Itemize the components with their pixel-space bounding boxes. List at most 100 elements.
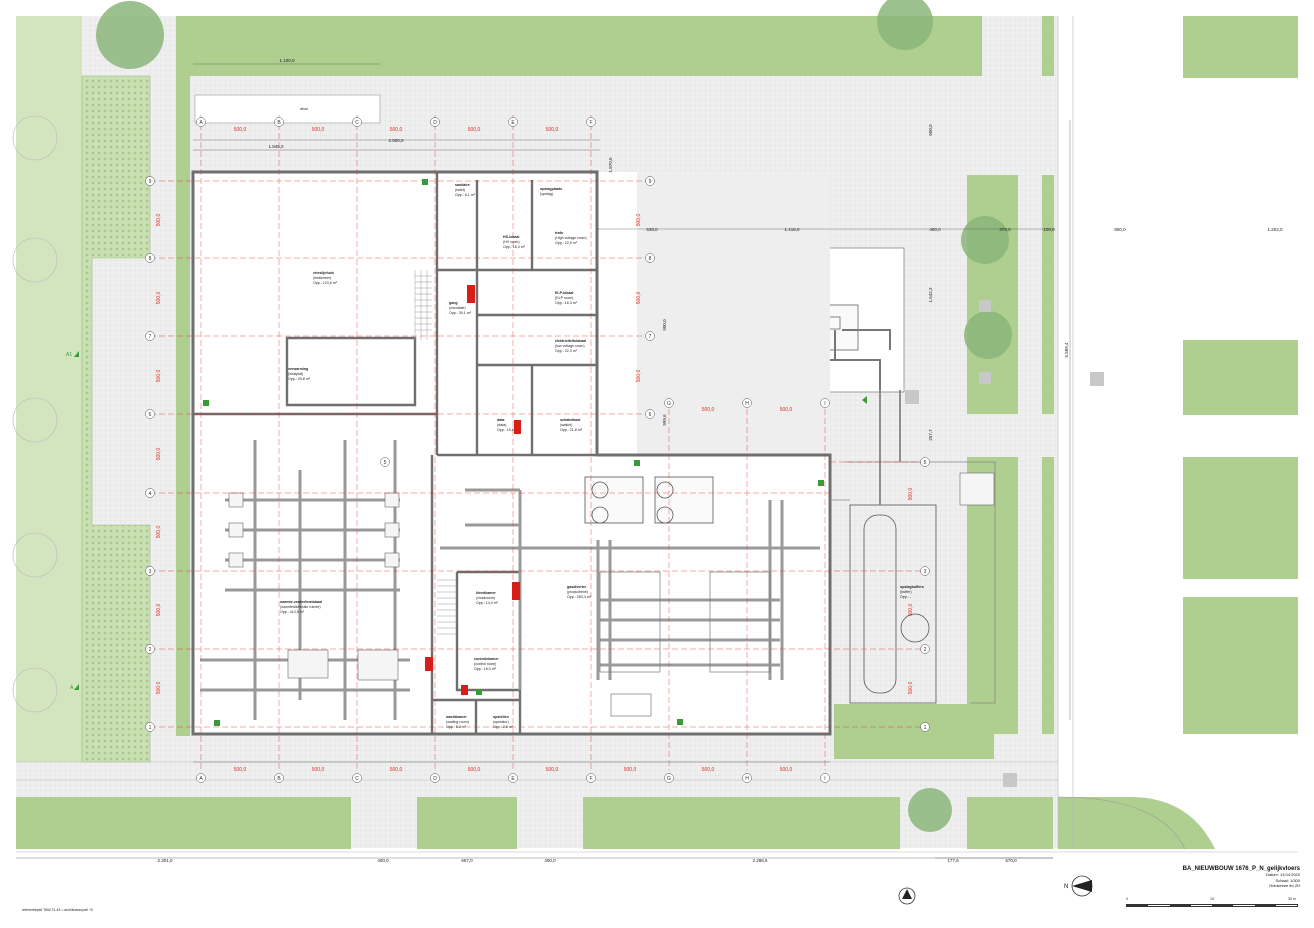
dimension-label: 900,0 [908,488,914,501]
svg-text:5: 5 [384,460,387,466]
room-label-afval: afval [300,107,308,111]
svg-text:2: 2 [149,647,152,653]
room-label-opstellen: opstellen(operator)Opp.: 2,8 m² [493,715,514,729]
dimension-label: 667,0 [461,858,473,863]
room-label-hs-lokaal: HS-lokaal(HV room)Opp.: 16,3 m² [503,235,526,249]
dimension-label: 400,0 [544,858,556,863]
svg-text:(warmtedistributie ruimte): (warmtedistributie ruimte) [280,605,321,609]
svg-text:D: D [433,120,437,126]
drawing-scale: Schaal: 1/300 [1275,877,1300,883]
axis-spacing: 500,0 [234,127,247,133]
dimension-label: 999,6 [662,414,667,426]
svg-text:6: 6 [649,412,652,418]
axis-spacing: 500,0 [908,682,914,695]
svg-text:D: D [433,776,437,782]
dimension-label: 1.870,0 [608,157,613,173]
svg-text:(productieve): (productieve) [567,590,588,594]
svg-text:7: 7 [649,334,652,340]
svg-text:(operator): (operator) [493,720,509,724]
axis-spacing: 500,0 [312,767,325,773]
svg-text:(data): (data) [497,423,506,427]
room-label-sanitaire: sanitaire(toilet)Opp.: 6,1 m² [455,183,476,197]
svg-text:(cloakroom): (cloakroom) [476,596,495,600]
building [191,94,996,736]
room-label-vrieslijnhuis: vrieslijnhuis(bedieneer)Opp.: 123,6 m² [313,271,338,285]
dimension-label: 2.500,0 [388,138,404,143]
dimension-label: 900,0 [662,319,667,331]
room-label-wachtkamer: wachtkamer(waiting room)Opp.: 5,0 m² [445,715,469,729]
room-label-trafo: trafo(High voltage room)Opp.: 22,5 m² [555,231,587,245]
room-label-schakelkast: schakelkast(switch)Opp.: 21,8 m² [560,418,583,432]
north-arrow-icon: N [1064,875,1093,897]
svg-text:7: 7 [149,334,152,340]
svg-text:N: N [1064,884,1068,890]
axis-spacing: 500,0 [234,767,247,773]
axis-spacing: 500,0 [156,370,162,383]
svg-text:(ELP room): (ELP room) [555,296,573,300]
svg-text:Opp.: 413,5 m²: Opp.: 413,5 m² [280,610,305,614]
svg-text:wachtkamer: wachtkamer [445,715,467,719]
scale-bar [1126,904,1298,907]
axis-spacing: 500,0 [156,682,162,695]
room-label-gang: gang(circulatie)Opp.: 39,1 m² [449,301,472,315]
svg-text:C: C [355,120,359,126]
svg-text:(circulatie): (circulatie) [449,306,466,310]
svg-text:trafo: trafo [555,231,564,235]
section-marker: A1 [66,352,72,358]
grid-bubble-top: A B C D E F [196,117,596,127]
drawing-version: Huidversie fm 2H [1269,883,1300,888]
svg-text:Opp.: 16,3 m²: Opp.: 16,3 m² [503,245,526,249]
svg-text:(low voltage room): (low voltage room) [555,344,585,348]
scale-label: 15 [1210,897,1214,901]
svg-text:Opp.: 14,4 m²: Opp.: 14,4 m² [476,601,499,605]
axis-spacing: 500,0 [702,767,715,773]
axis-spacing: 500,0 [468,127,481,133]
svg-text:Opp.: 39,1 m²: Opp.: 39,1 m² [449,311,472,315]
room-label-controlekamer: controlekamer(control room)Opp.: 16,0 m² [474,657,499,671]
axis-spacing: 500,0 [636,214,642,227]
dimension-label: 400,0 [377,858,389,863]
svg-text:9: 9 [649,179,652,185]
dimension-label: 2.288,5 [752,858,768,863]
dimension-label: 1.100,0 [279,58,295,63]
room-label-elp-lokaal: ELP-lokaal(ELP room)Opp.: 16,3 m² [555,291,578,305]
svg-text:Opp.: 22,5 m²: Opp.: 22,5 m² [555,241,578,245]
svg-text:E: E [511,776,515,782]
svg-text:controlekamer: controlekamer [474,657,499,661]
scale-label: 30 m [1288,897,1296,901]
svg-text:C: C [355,776,359,782]
svg-text:Opp.: 15,6 m²: Opp.: 15,6 m² [497,428,520,432]
svg-text:2: 2 [924,647,927,653]
drawing-date: Datum: 13.04.2020 [1265,872,1300,877]
axis-grid [150,115,925,770]
svg-text:Opp.: 123,6 m²: Opp.: 123,6 m² [313,281,338,285]
svg-text:1: 1 [924,725,927,731]
svg-text:I: I [824,776,825,782]
svg-text:F: F [589,776,592,782]
svg-text:(bedieneer): (bedieneer) [313,276,331,280]
room-label-kleedkamer: kleedkamer(cloakroom)Opp.: 14,4 m² [476,591,499,605]
axis-spacing: 500,0 [908,604,914,617]
svg-text:Opp.: 29,8 m²: Opp.: 29,8 m² [288,377,311,381]
grid-bubble-left: 9 8 7 6 4 3 2 1 5 [145,176,390,732]
drawing-title: BA_NIEUWBOUW 1676_P_N_gelijkvloers [1182,866,1300,872]
dimension-label: 600,0 [928,124,933,136]
axis-spacing: 500,0 [156,448,162,461]
svg-text:opstellen: opstellen [493,715,509,719]
svg-text:HS-lokaal: HS-lokaal [503,235,519,239]
svg-text:(toilet): (toilet) [455,188,465,192]
svg-text:gang: gang [449,301,458,305]
svg-text:Opp.: 5,0 m²: Opp.: 5,0 m² [446,725,467,729]
axis-spacing: 500,0 [156,214,162,227]
axis-spacing: 500,0 [624,767,637,773]
scale-label: 0 [1126,897,1128,901]
svg-text:vrieslijnhuis: vrieslijnhuis [313,271,334,275]
svg-text:verwarming: verwarming [288,367,308,371]
dimension-label: 800,0 [1114,227,1126,232]
section-marker: A [70,685,74,691]
grid-bubble-bottom: A B C D E F G H I [196,773,830,783]
svg-text:Opp.: 283,4 m²: Opp.: 283,4 m² [567,595,592,599]
svg-text:warmte-verdeelinstalaad: warmte-verdeelinstalaad [279,600,322,604]
svg-text:gasdiverter: gasdiverter [567,585,587,589]
